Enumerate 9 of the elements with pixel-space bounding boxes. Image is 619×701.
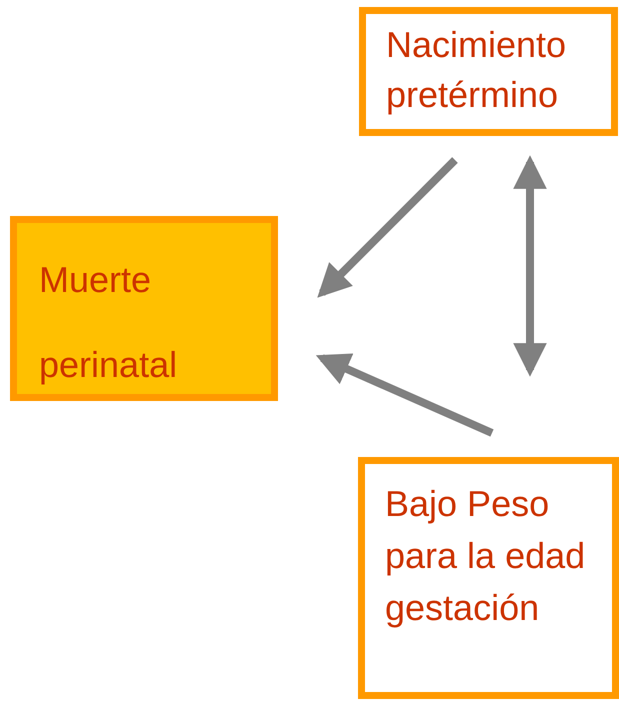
node-label: Bajo Peso para la edad gestación <box>385 482 586 630</box>
arrow <box>316 353 494 437</box>
text-box <box>10 216 278 401</box>
node-label: Nacimiento pretérmino <box>386 23 568 117</box>
text-box <box>358 457 619 699</box>
arrow <box>317 157 458 298</box>
arrow <box>513 155 547 377</box>
node-label: Muerte perinatal <box>39 258 178 387</box>
text-box <box>359 7 618 136</box>
